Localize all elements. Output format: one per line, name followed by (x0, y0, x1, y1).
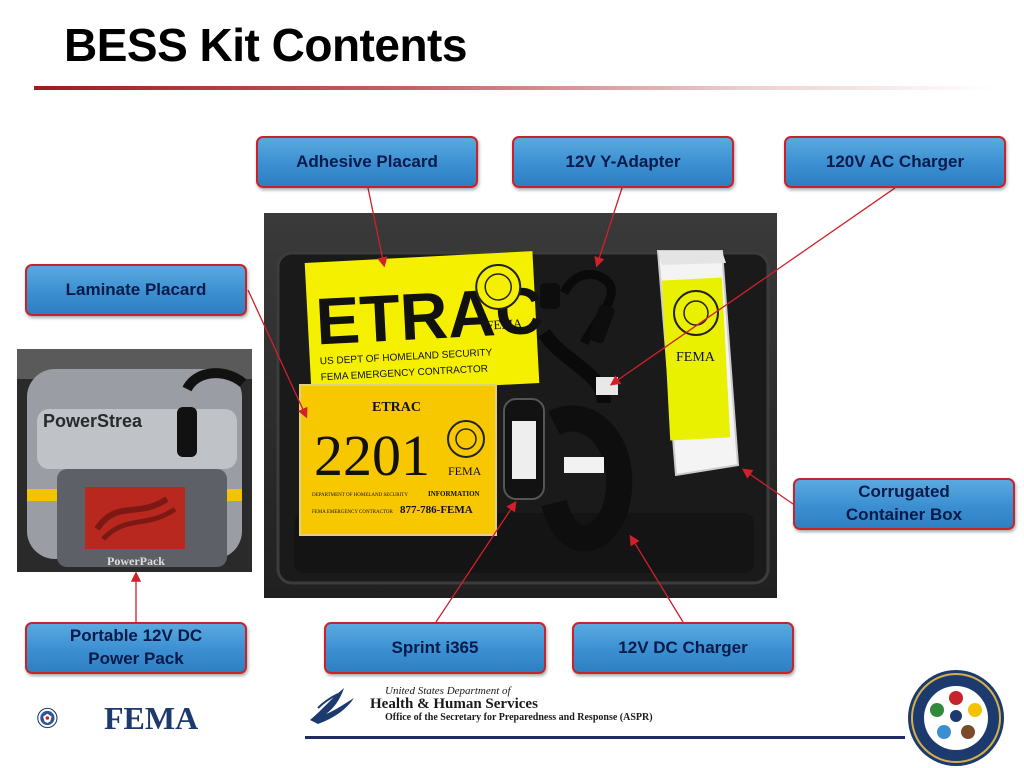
powerstream-text: PowerStrea (43, 411, 143, 431)
callout-container-box-line2: Container Box (845, 505, 963, 524)
callout-adhesive-placard: Adhesive Placard (256, 136, 478, 188)
callout-laminate-placard: Laminate Placard (25, 264, 247, 316)
laminate-fema-text: FEMA (448, 464, 482, 478)
hhs-eagle-icon (310, 688, 354, 724)
hhs-name-line: Health & Human Services (370, 696, 538, 712)
laminate-number-text: 2201 (314, 423, 430, 488)
power-pack-photo: PowerStrea PowerPack (17, 349, 252, 572)
footer-divider (305, 736, 905, 739)
laminate-dept-text: DEPARTMENT OF HOMELAND SECURITY (312, 493, 408, 498)
callout-container-box-line1: Corrugated (858, 482, 950, 502)
callout-dc-charger-label: 12V DC Charger (618, 637, 748, 657)
callout-adhesive-placard-label: Adhesive Placard (296, 151, 438, 171)
callout-power-pack-line2: Power Pack (88, 649, 184, 668)
fema-wordmark: FEMA (104, 700, 199, 736)
box-fema-text: FEMA (676, 350, 716, 365)
callout-sprint-label: Sprint i365 (391, 637, 479, 657)
title-divider (34, 86, 994, 90)
aspr-seal-icon (908, 670, 1004, 766)
powerpack-text: PowerPack (107, 554, 165, 568)
hhs-aspr-line: Office of the Secretary for Preparedness… (385, 712, 653, 723)
dc-charger-image (541, 405, 633, 552)
y-adapter-image (538, 269, 618, 404)
slide-title: BESS Kit Contents (64, 19, 467, 71)
adhesive-placard-image: ETRAC FEMA US DEPT OF HOMELAND SECURITY … (304, 251, 545, 395)
laminate-placard-image: ETRAC 2201 FEMA DEPARTMENT OF HOMELAND S… (299, 384, 497, 536)
callout-container-box: Corrugated Container Box (793, 478, 1015, 530)
laminate-etrac-text: ETRAC (372, 400, 421, 415)
callout-y-adapter-label: 12V Y-Adapter (565, 151, 681, 171)
callout-dc-charger: 12V DC Charger (572, 622, 794, 674)
hhs-department-line: United States Department of (385, 685, 511, 697)
callout-sprint: Sprint i365 (324, 622, 546, 674)
callout-ac-charger: 120V AC Charger (784, 136, 1006, 188)
laminate-contractor-text: FEMA EMERGENCY CONTRACTOR (312, 510, 394, 515)
adhesive-fema-text: FEMA (486, 316, 523, 333)
callout-ac-charger-label: 120V AC Charger (825, 151, 965, 171)
kit-photo: ETRAC FEMA US DEPT OF HOMELAND SECURITY … (264, 213, 777, 598)
laminate-info-text: INFORMATION (428, 490, 480, 498)
laminate-phone-text: 877-786-FEMA (400, 504, 473, 516)
callout-power-pack-line1: Portable 12V DC (69, 626, 203, 646)
callout-laminate-placard-label: Laminate Placard (65, 279, 207, 299)
dhs-seal-icon (37, 707, 58, 729)
callout-power-pack: Portable 12V DC Power Pack (25, 622, 247, 674)
sprint-phone-image (503, 398, 545, 500)
callout-y-adapter: 12V Y-Adapter (512, 136, 734, 188)
